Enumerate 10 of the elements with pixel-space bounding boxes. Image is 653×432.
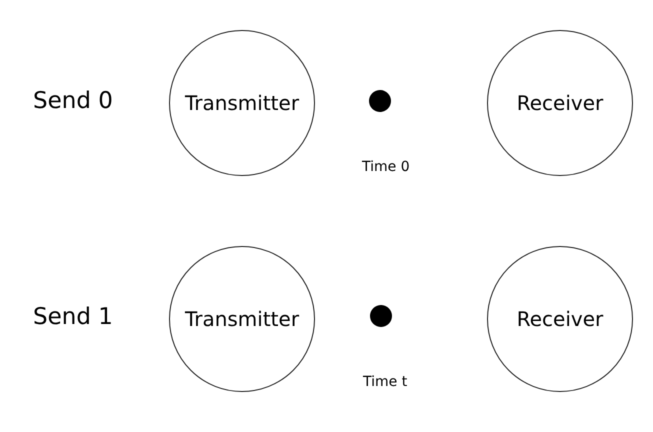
node-label: Receiver <box>516 91 604 115</box>
node-label: Transmitter <box>184 307 300 331</box>
filled-dot <box>369 90 391 112</box>
time-label: Time t <box>363 374 408 390</box>
node-label: Receiver <box>516 307 604 331</box>
time-label: Time 0 <box>362 159 410 175</box>
send-label: Send 0 <box>33 88 113 114</box>
send-label: Send 1 <box>33 304 113 330</box>
filled-dot <box>370 305 392 327</box>
node-label: Transmitter <box>184 91 300 115</box>
